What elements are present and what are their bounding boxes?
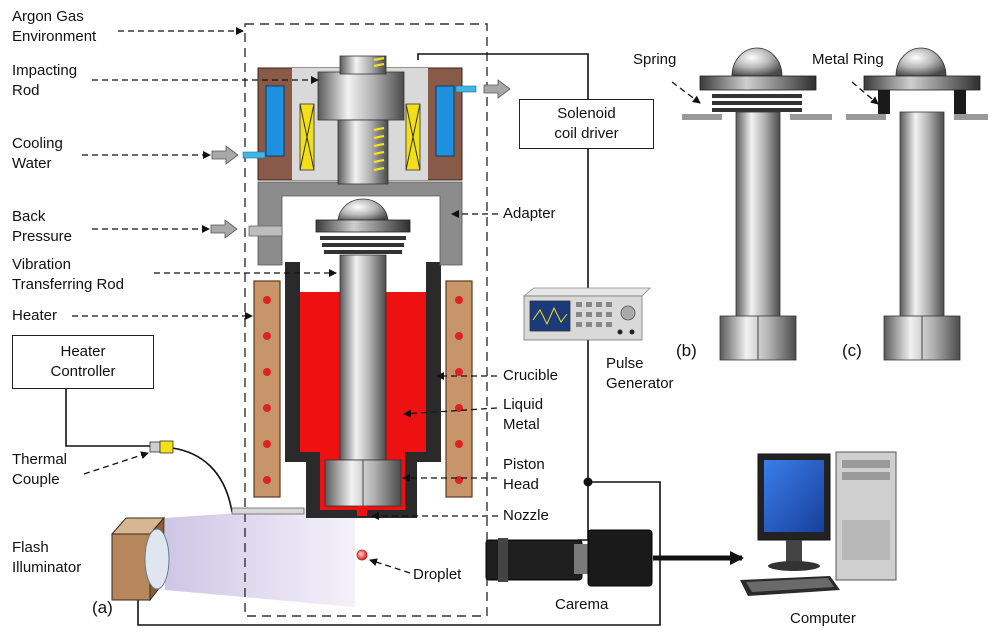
droplet xyxy=(356,549,368,561)
label-computer: Computer xyxy=(790,610,856,627)
label-heater: Heater xyxy=(12,307,58,324)
cooling-pipe-out xyxy=(455,85,477,93)
label-panel-c: (c) xyxy=(842,341,862,360)
cooling-in-arrow xyxy=(211,145,239,165)
label-adapter: Adapter xyxy=(503,205,556,222)
flash-illuminator xyxy=(110,516,170,602)
label-liquid-metal: Liquid Metal xyxy=(503,396,544,433)
label-panel-a: (a) xyxy=(92,598,113,617)
label-piston-head: Piston Head xyxy=(503,456,545,493)
adapter xyxy=(248,181,463,266)
rod-detail-c xyxy=(846,47,988,361)
wire-junction xyxy=(583,477,593,487)
back-pressure-arrow xyxy=(210,219,238,239)
label-heater-controller: Heater Controller xyxy=(50,343,116,380)
label-metal-ring: Metal Ring xyxy=(812,51,884,68)
label-nozzle: Nozzle xyxy=(503,507,549,524)
label-carema: Carema xyxy=(555,596,609,613)
thermocouple-connector xyxy=(149,440,174,454)
heater-controller-box: Heater Controller xyxy=(12,335,154,389)
label-crucible: Crucible xyxy=(503,367,559,384)
heater-right xyxy=(445,280,473,498)
label-thermal-couple: Thermal Couple xyxy=(12,451,68,488)
label-flash-illuminator: Flash Illuminator xyxy=(12,539,82,576)
label-back-pressure: Back Pressure xyxy=(12,208,73,245)
cooling-pipe-in xyxy=(242,151,266,159)
label-argon-gas-environment: Argon Gas Environment xyxy=(12,8,97,45)
cooling-out-arrow xyxy=(483,79,511,99)
label-cooling-water: Cooling Water xyxy=(12,135,63,172)
argon-chamber-boundary xyxy=(244,23,488,617)
rod-top-assembly xyxy=(315,198,411,254)
wiring xyxy=(65,53,661,626)
label-pulse-generator: Pulse Generator xyxy=(606,355,674,392)
pulse-generator-device xyxy=(522,287,651,341)
camera xyxy=(485,529,653,587)
solenoid-coil-driver-box: Solenoid coil driver xyxy=(519,99,654,149)
label-impacting-rod: Impacting Rod xyxy=(12,62,78,99)
light-beam xyxy=(165,505,355,607)
label-vibration-transferring-rod: Vibration Transferring Rod xyxy=(12,256,124,293)
rod-detail-b xyxy=(682,47,832,361)
vibration-rod xyxy=(339,254,387,461)
heater-left xyxy=(253,280,281,498)
computer-illustration xyxy=(740,451,897,596)
nozzle xyxy=(357,506,367,516)
label-spring: Spring xyxy=(633,51,677,68)
leader-arrows xyxy=(72,27,879,574)
label-panel-b: (b) xyxy=(676,341,697,360)
label-droplet: Droplet xyxy=(413,566,462,583)
solenoid-assembly xyxy=(257,55,463,185)
label-solenoid-coil-driver: Solenoid coil driver xyxy=(554,105,619,142)
thermocouple-probe xyxy=(231,507,305,515)
